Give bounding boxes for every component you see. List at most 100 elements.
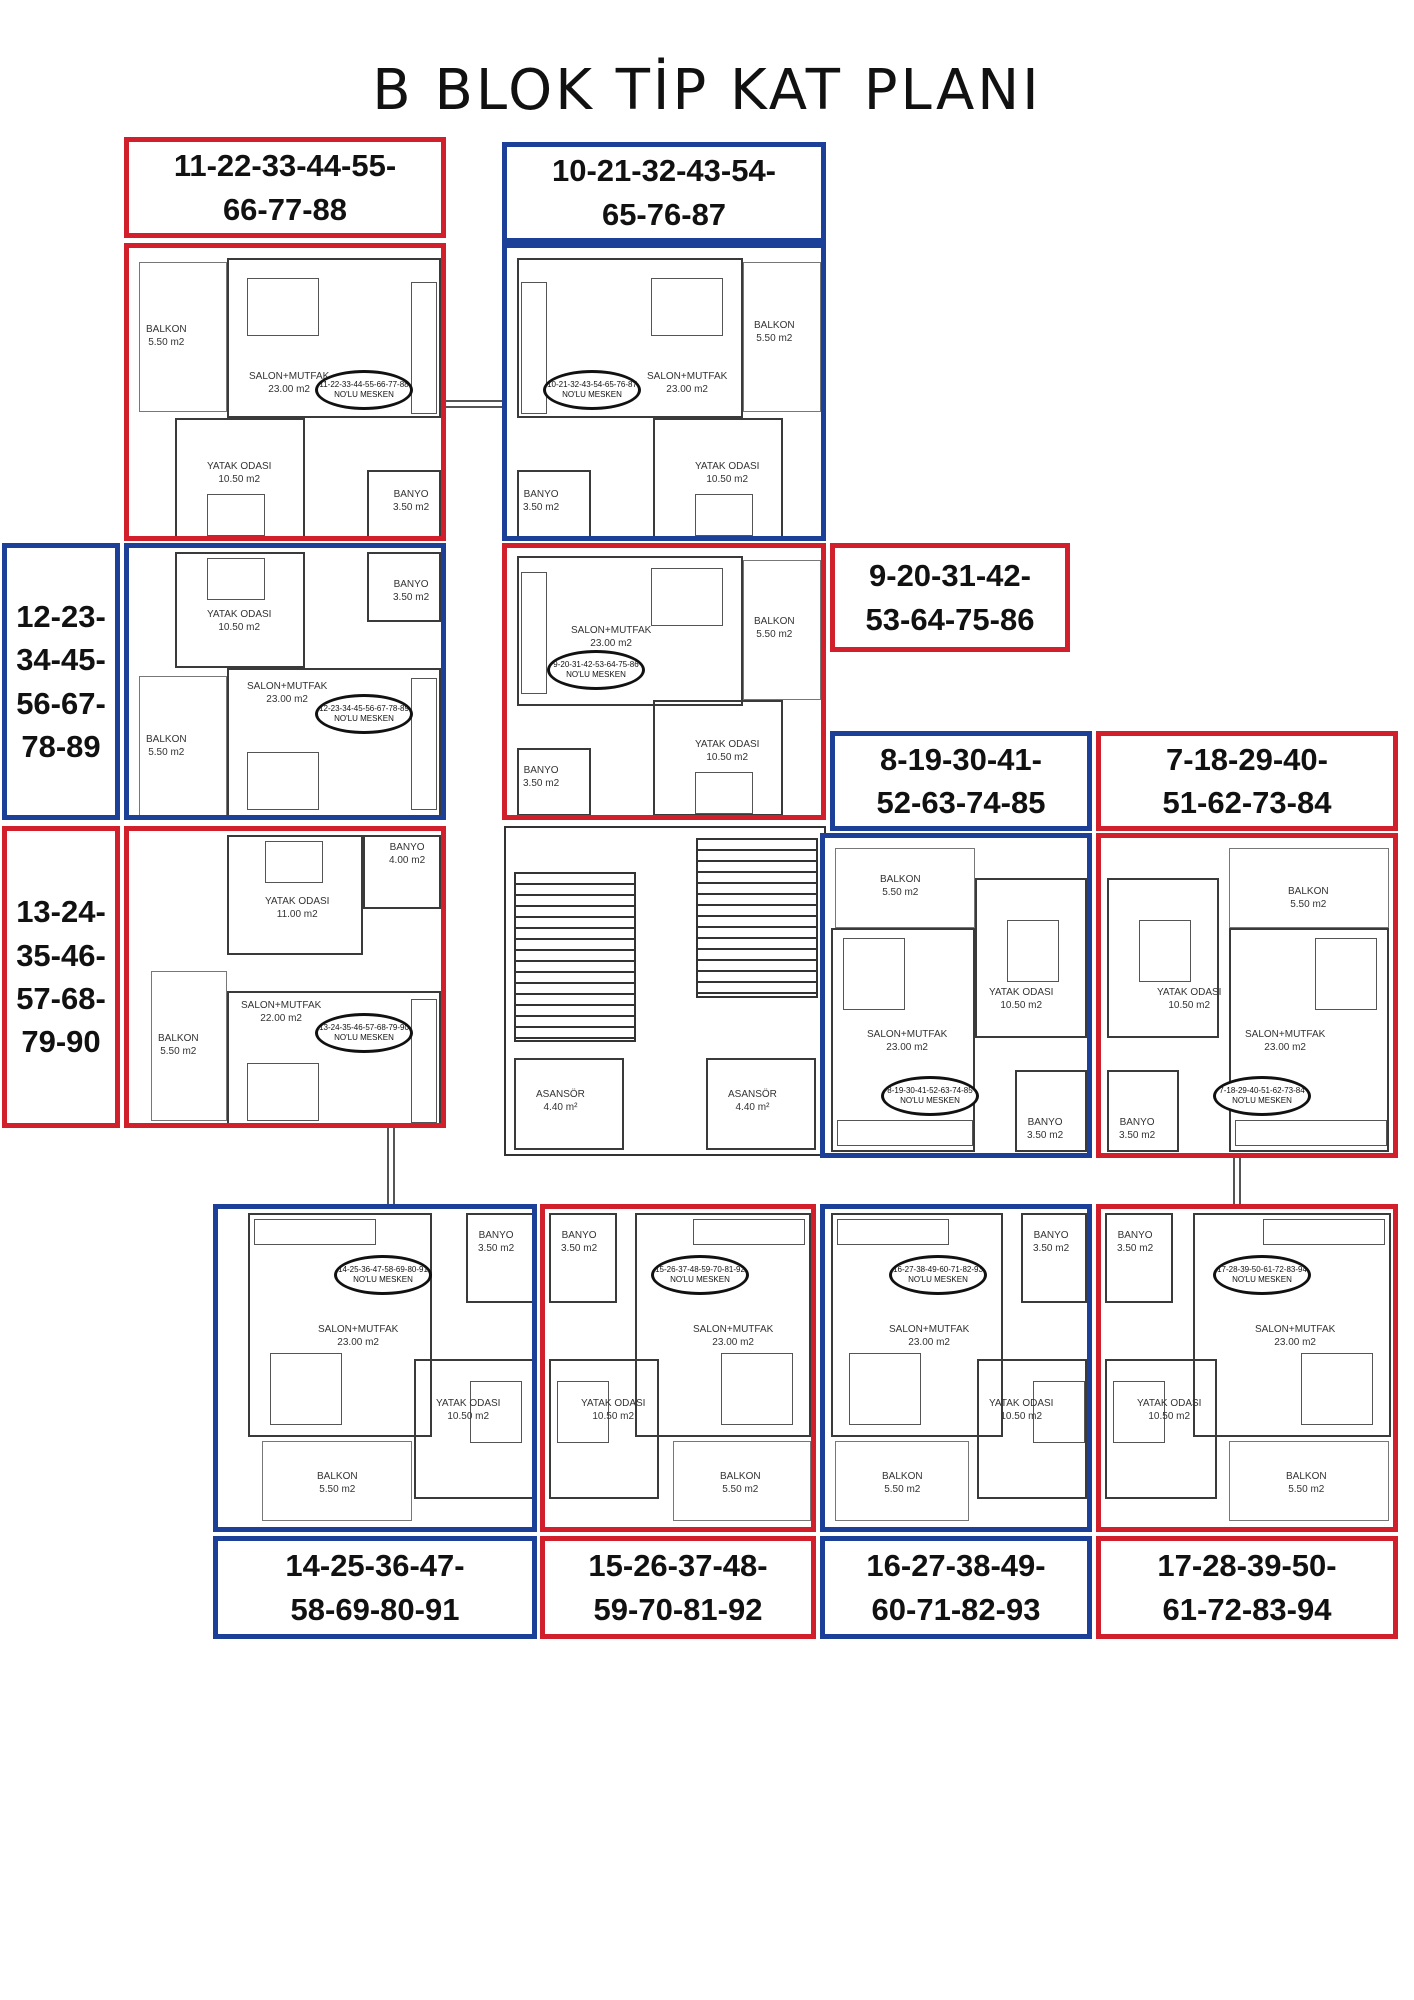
- sofa: [1301, 1353, 1373, 1425]
- kitchen-counter: [837, 1120, 973, 1146]
- bed: [1007, 920, 1059, 982]
- bed: [557, 1381, 609, 1443]
- bed: [207, 494, 265, 536]
- unit-label-16: 16-27-38-49- 60-71-82-93: [820, 1536, 1092, 1639]
- unit-label-17: 17-28-39-50- 61-72-83-94: [1096, 1536, 1398, 1639]
- staircase: [514, 872, 636, 1042]
- sofa: [247, 278, 319, 336]
- kitchen-counter: [521, 572, 547, 694]
- sofa: [651, 278, 723, 336]
- kitchen-counter: [693, 1219, 805, 1245]
- sofa: [721, 1353, 793, 1425]
- bed: [695, 494, 753, 536]
- unit-label-13: 13-24- 35-46- 57-68- 79-90: [2, 826, 120, 1128]
- corridor-line: [446, 406, 504, 408]
- staircase: [696, 838, 818, 998]
- kitchen-counter: [837, 1219, 949, 1245]
- sofa: [651, 568, 723, 626]
- bed: [1033, 1381, 1085, 1443]
- bed: [1139, 920, 1191, 982]
- page-title: B BLOK TİP KAT PLANI: [372, 58, 1042, 123]
- bed: [207, 558, 265, 600]
- kitchen-counter: [254, 1219, 376, 1245]
- bed: [470, 1381, 522, 1443]
- kitchen-counter: [411, 282, 437, 414]
- kitchen-counter: [411, 999, 437, 1123]
- sofa: [1315, 938, 1377, 1010]
- unit-label-12: 12-23- 34-45- 56-67- 78-89: [2, 543, 120, 820]
- kitchen-counter: [411, 678, 437, 810]
- bed: [695, 772, 753, 814]
- bed: [265, 841, 323, 883]
